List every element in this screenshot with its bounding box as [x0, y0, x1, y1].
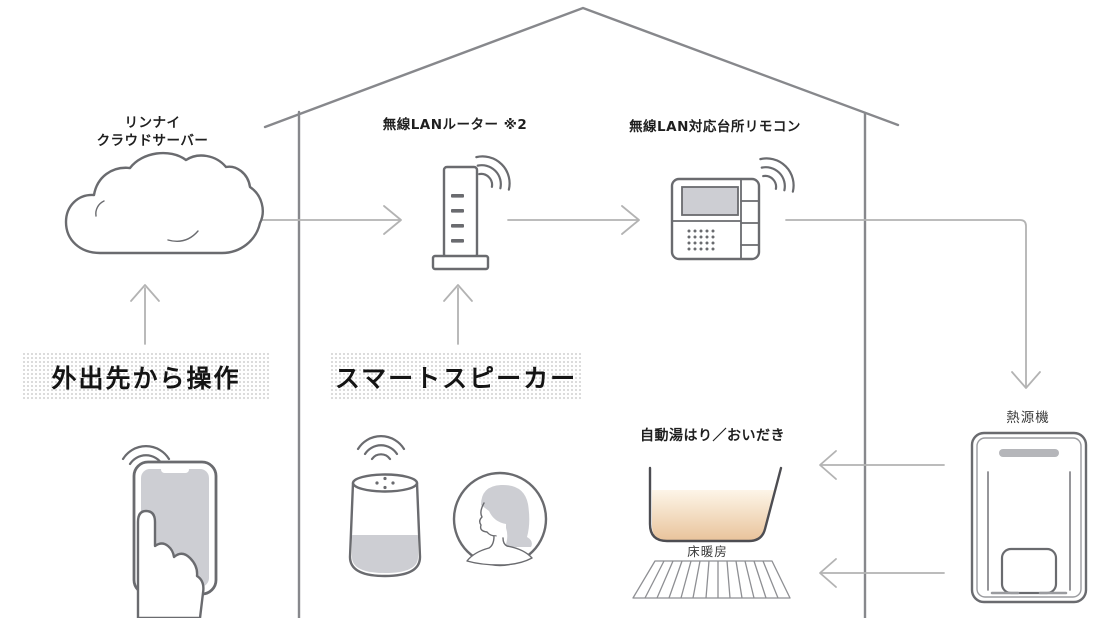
floor-heating-label: 床暖房 [687, 544, 728, 559]
arrow-heater-to-bath [819, 450, 945, 480]
kitchen-remote-icon [670, 148, 804, 261]
remote-speaker-dots [687, 229, 715, 251]
smart-speaker-banner: スマートスピーカー [330, 352, 582, 401]
arrow-heater-to-floor [819, 558, 945, 588]
kitchen-remote-label: 無線LAN対応台所リモコン [629, 119, 801, 135]
smart-speaker-label: スマートスピーカー [334, 363, 578, 393]
cloud-server-label-line1: リンナイ [124, 115, 181, 131]
house-outline [263, 6, 900, 618]
hand-tap-icon [136, 509, 205, 618]
arrow-remote-to-heater [785, 219, 1041, 389]
router-label: 無線LANルーター ※2 [382, 117, 528, 133]
remote-operation-banner: 外出先から操作 [22, 352, 270, 401]
arrow-cloud-to-router [236, 205, 402, 235]
person-icon [452, 471, 548, 567]
floor-heating-icon [632, 560, 791, 599]
arrow-speaker-to-router [443, 284, 473, 345]
heat-source-icon [970, 431, 1088, 604]
cloud-server-label-line2: クラウドサーバー [96, 133, 209, 149]
cloud-icon [64, 151, 264, 255]
cloud-server-label: リンナイ クラウドサーバー [60, 114, 245, 150]
arrow-router-to-remote [507, 205, 640, 235]
heat-source-label: 熱源機 [1006, 410, 1050, 426]
router-icon [431, 146, 520, 271]
smart-speaker-icon [348, 435, 422, 578]
bath-label: 自動湯はり／おいだき [640, 428, 785, 444]
remote-operation-label: 外出先から操作 [51, 363, 241, 393]
bathtub-icon [648, 466, 783, 543]
arrow-phone-to-cloud [130, 284, 160, 345]
